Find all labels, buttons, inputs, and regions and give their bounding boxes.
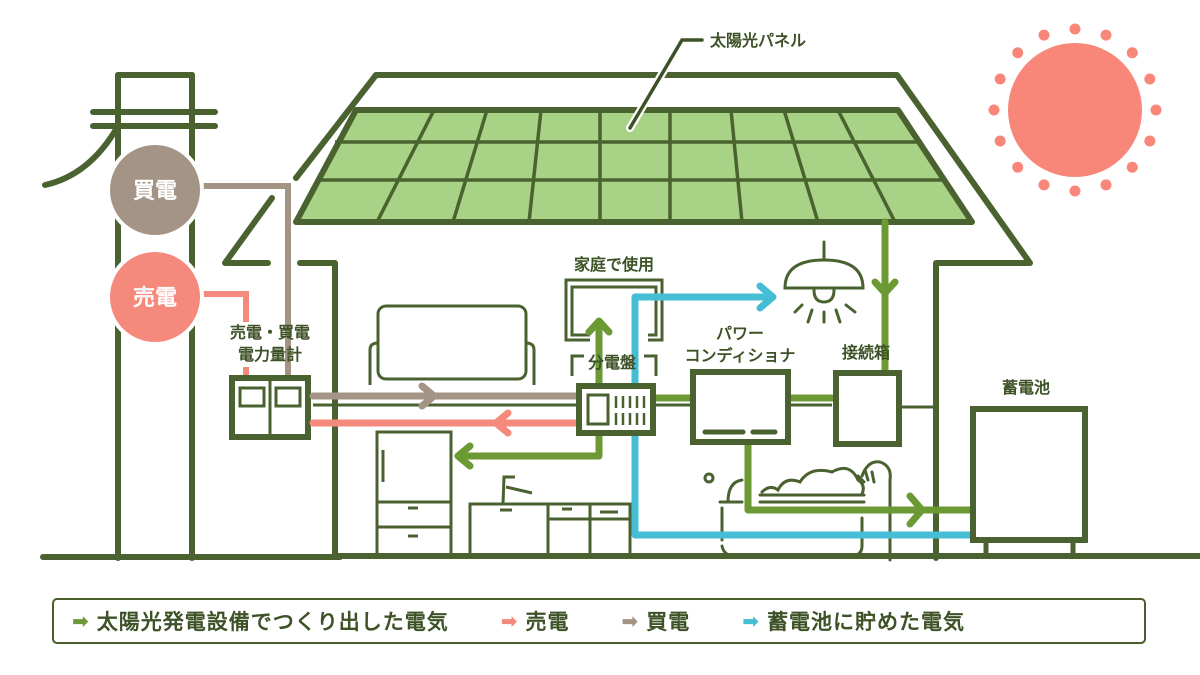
sun-ray-dot [994,73,1006,85]
sell-line [198,291,249,322]
solar-flow [454,218,974,528]
sell-bubble: 売電 [106,248,204,346]
sun-ray-dot [1069,185,1081,197]
distribution-board [576,383,656,436]
junction-box [833,370,902,447]
sofa-icon [368,304,536,385]
home-use-label: 家庭で使用 [574,255,654,274]
distribution-board-label: 分電盤 [588,353,637,372]
storage-battery [970,406,1088,558]
buy-bubble: 買電 [106,141,204,239]
power-conditioner-label-line2: コンディショナ [685,346,796,365]
arrow-right-icon: ➡ [72,609,89,633]
sun-ray-dot [994,135,1006,147]
svg-text:買電: 買電 [133,179,177,204]
arrow-right-icon: ➡ [500,609,518,633]
legend-item: ➡ 蓄電池に貯めた電気 [742,606,965,636]
sun-ray-dot [1150,104,1162,116]
arrow-right-icon: ➡ [621,609,639,633]
legend-item: ➡ 買電 [622,606,691,636]
sun-ray-dot [1038,179,1050,191]
legend-label: 太陽光発電設備でつくり出した電気 [96,610,449,634]
solar-panel-label: 太陽光パネル [709,31,806,50]
electricity-meter [229,375,311,440]
storage-battery-label: 蓄電池 [1002,378,1050,397]
sun-ray-dot [1069,23,1081,35]
sun-ray-dot [1144,73,1156,85]
legend-item: ➡ 太陽光発電設備でつくり出した電気 [72,606,449,636]
svg-text:売電: 売電 [133,285,177,311]
sun-icon [988,23,1162,197]
legend-label: 売電 [525,610,570,634]
sun-ray-dot [1144,135,1156,147]
legend: ➡ 太陽光発電設備でつくり出した電気 ➡ 売電 ➡ 買電 ➡ 蓄電池に貯めた電気 [52,598,1146,644]
meter-label-line1: 売電・買電 [230,323,310,342]
sun-ray-dot [1100,179,1112,191]
sun-ray-dot [988,104,1000,116]
arrow-right-icon: ➡ [742,609,760,633]
refrigerator-icon [375,430,453,559]
sun-ray-dot [1126,47,1138,59]
buy-flow [309,382,584,410]
home-use-tv-icon [564,278,664,376]
sun-ray-dot [1126,161,1138,173]
power-conditioner [690,369,791,445]
sun-ray-dot [1012,161,1024,173]
solar-panel: 太陽光パネル [293,31,975,225]
meter-label-line2: 電力量計 [238,345,302,364]
ceiling-lamp-icon [783,240,865,324]
sun-ray-dot [1100,29,1112,41]
legend-label: 蓄電池に貯めた電気 [767,610,966,634]
sun-ray-dot [1012,47,1024,59]
battery-flow [631,282,974,539]
junction-box-label: 接続箱 [842,343,890,362]
sun-ray-dot [1038,29,1050,41]
kitchen-sink-icon [468,475,632,558]
buy-line [198,183,291,378]
power-conditioner-label-line1: パワー [716,324,764,343]
legend-item: ➡ 売電 [501,606,570,636]
sell-flow [309,409,584,437]
bathtub-icon [703,460,892,562]
legend-label: 買電 [646,610,691,634]
